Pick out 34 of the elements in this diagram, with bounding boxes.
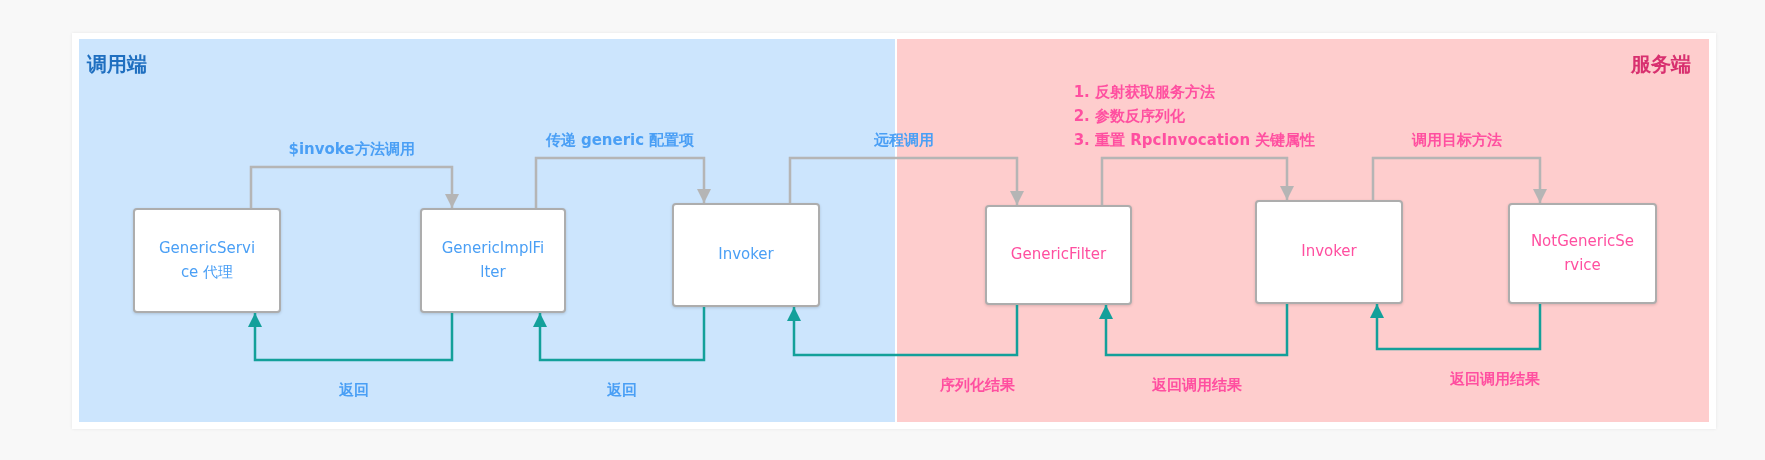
arrow — [1371, 156, 1547, 203]
box-label: GenericFilter — [1010, 244, 1107, 266]
edge-label: 返回调用结果 — [1450, 369, 1540, 390]
box-label: GenericService 代理 — [157, 238, 257, 283]
edge-label: 远程调用 — [873, 130, 934, 151]
arrow — [249, 165, 459, 208]
edge-label: 返回调用结果 — [1151, 375, 1242, 396]
edge-label: 返回 — [607, 380, 637, 401]
arrow — [533, 307, 706, 362]
box-label: Invoker — [718, 244, 774, 266]
process-box — [1508, 203, 1657, 304]
edge-label: 序列化结果 — [939, 375, 1015, 396]
panel-title: 服务端 — [1631, 51, 1691, 78]
arrow — [788, 156, 1024, 205]
process-box — [420, 208, 566, 313]
box-label: GenericImplFilter — [441, 238, 545, 283]
arrow — [1100, 156, 1294, 205]
arrow — [1370, 304, 1542, 351]
box-label: Invoker — [1301, 241, 1357, 263]
arrow — [534, 156, 711, 208]
edge-label: 传递 generic 配置项 — [545, 130, 695, 151]
arrow — [1099, 304, 1289, 357]
arrow — [248, 313, 454, 362]
edge-label: 1. 反射获取服务方法 2. 参数反序列化 3. 重置 RpcInvocation 关键属性 — [1073, 82, 1316, 151]
panel-title: 调用端 — [87, 51, 147, 78]
edge-label: $invoke方法调用 — [288, 139, 415, 160]
process-box — [985, 205, 1132, 305]
arrow — [787, 305, 1019, 357]
process-box — [1255, 200, 1403, 304]
edge-label: 调用目标方法 — [1411, 130, 1502, 151]
process-box — [672, 203, 820, 307]
process-box — [133, 208, 281, 313]
box-label: NotGenericService — [1530, 231, 1635, 276]
edge-label: 返回 — [338, 380, 369, 401]
